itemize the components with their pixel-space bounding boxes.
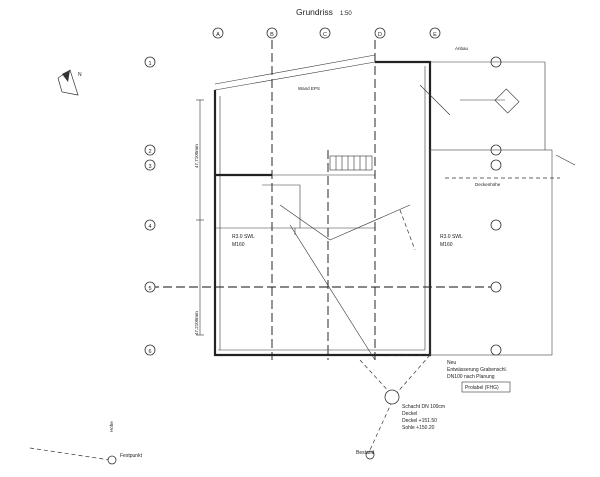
- grid-lines-vertical: [271, 40, 376, 360]
- note-bottom-2: DN100 nach Planung: [447, 374, 495, 380]
- shaft-label-3: Deckel +151.50: [402, 418, 437, 424]
- note-bottom-1: Entwässerung Grabenschl.: [447, 367, 507, 373]
- room-left-label: R3.0 SWL: [232, 234, 255, 240]
- grid-bubbles-left: 1 2 3 4 5 6: [144, 56, 156, 356]
- plan-title: Grundriss: [296, 7, 333, 17]
- svg-text:47,7100mm: 47,7100mm: [194, 144, 199, 168]
- shaft-label-4: Sohle +150.20: [402, 425, 435, 431]
- svg-text:Höhe: Höhe: [109, 421, 114, 432]
- svg-text:1: 1: [148, 61, 151, 67]
- reference-box: Prolabel (FHG): [461, 381, 511, 393]
- point-left-label: Festpunkt: [120, 453, 143, 459]
- room-left-size: M160: [232, 242, 245, 248]
- label-bottom-right: Neu: [447, 360, 456, 366]
- rotated-labels: 47,7100mm 47,2100mm Höhe: [109, 144, 199, 432]
- shaft-label-2: Deckel: [402, 411, 417, 417]
- svg-text:3: 3: [148, 164, 151, 170]
- svg-text:6: 6: [148, 349, 151, 355]
- dim-right-label: Deckenhöhe: [475, 182, 501, 187]
- svg-text:5: 5: [148, 286, 151, 292]
- diagonal-beams: [279, 84, 451, 361]
- label-top-right: Anbau: [455, 46, 469, 51]
- svg-text:A: A: [216, 32, 220, 38]
- svg-text:C: C: [323, 32, 327, 38]
- grid-bubbles-top: A B C D E: [212, 27, 441, 39]
- svg-text:E: E: [433, 32, 437, 38]
- room-right-size: M160: [440, 242, 453, 248]
- north-arrow-icon: N: [57, 69, 82, 96]
- svg-text:B: B: [270, 32, 274, 38]
- point-center-label: Bestand: [356, 450, 375, 456]
- room-right-label: R3.0 SWL: [440, 234, 463, 240]
- annex-outline: [429, 61, 576, 356]
- svg-text:2: 2: [148, 149, 151, 155]
- svg-text:4: 4: [148, 224, 151, 230]
- building-walls: [213, 54, 432, 357]
- interior-walls: [215, 173, 375, 235]
- stair-hatch: [329, 155, 373, 171]
- plan-scale: 1:50: [340, 11, 352, 17]
- svg-text:Prolabel (FHG): Prolabel (FHG): [465, 385, 499, 391]
- svg-text:D: D: [378, 32, 382, 38]
- shaft-label-1: Schacht DN 100cm: [402, 404, 445, 410]
- wall-top-label: Wand EPS: [298, 86, 320, 91]
- svg-text:47,2100mm: 47,2100mm: [194, 311, 199, 335]
- drainage-line: [29, 354, 431, 465]
- dimension-line-left: [196, 99, 204, 336]
- svg-text:N: N: [78, 72, 82, 78]
